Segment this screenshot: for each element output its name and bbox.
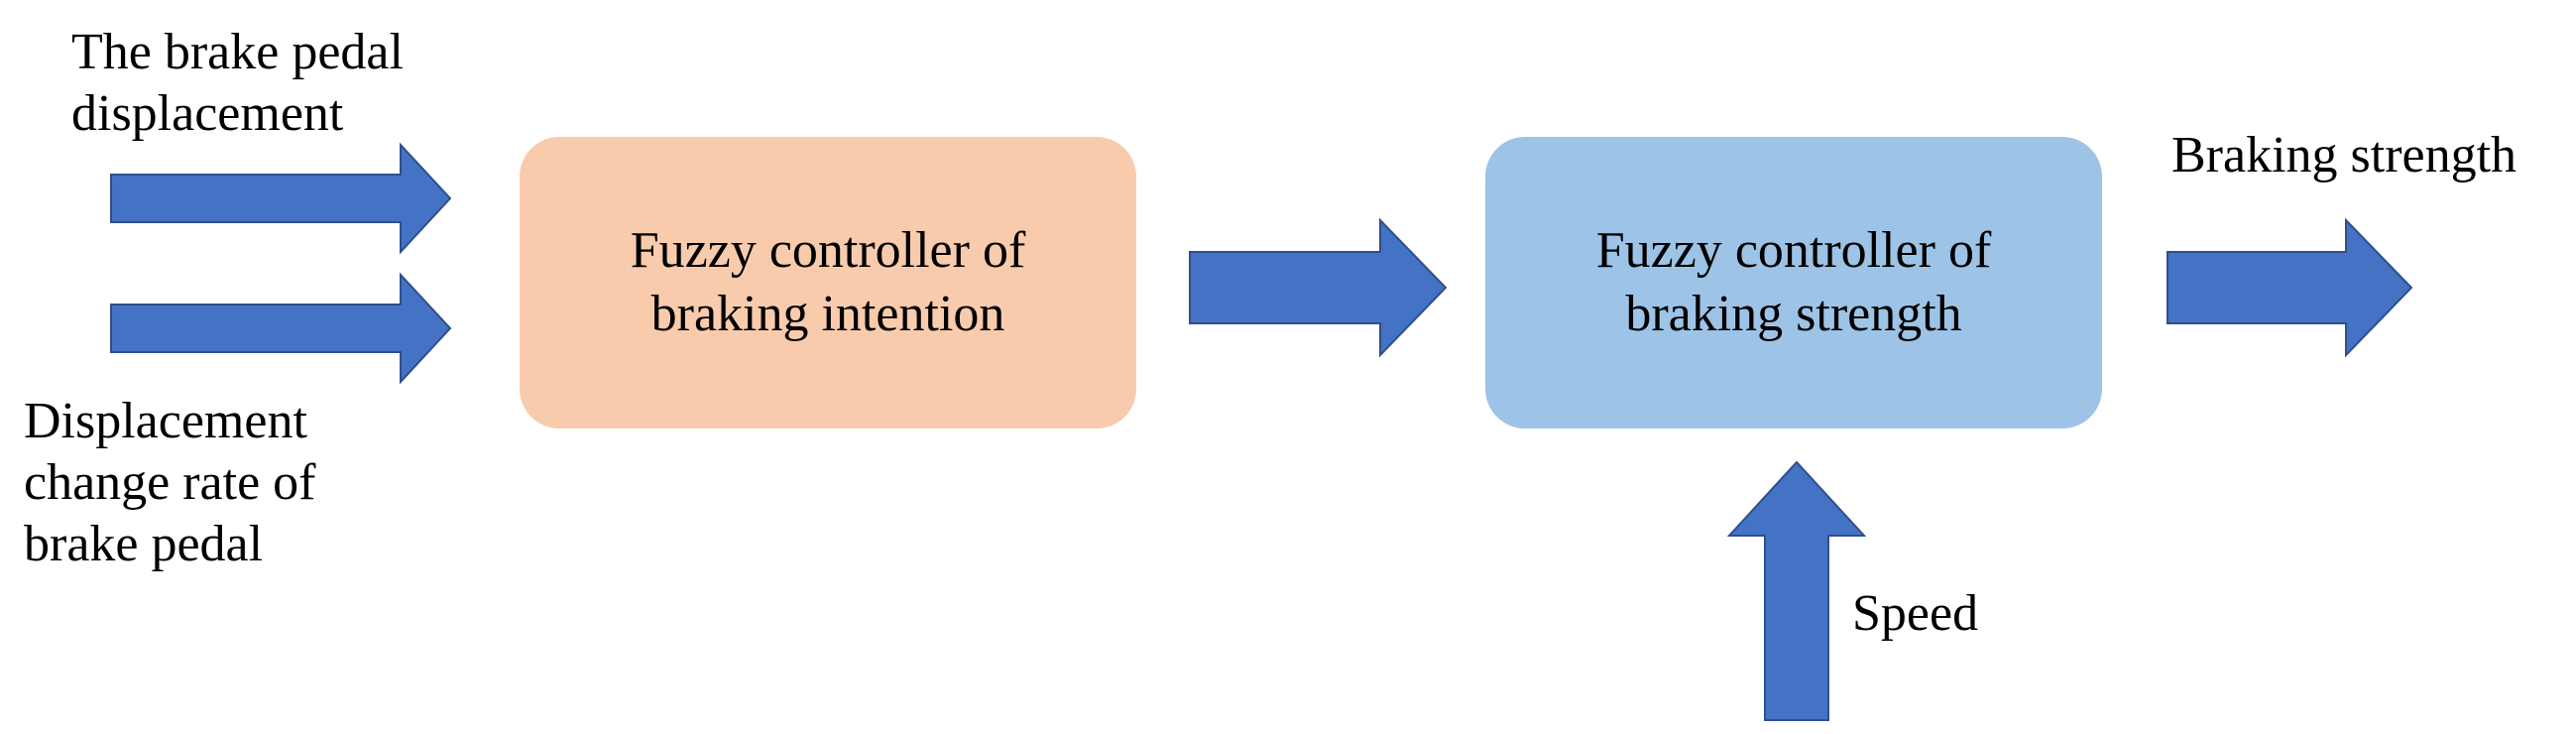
output-label-braking-strength: Braking strength (2171, 127, 2517, 184)
strength-controller-box: Fuzzy controller of braking strength (1485, 137, 2102, 428)
input-label-speed: Speed (1852, 585, 1979, 642)
arrow-speed-input (1726, 460, 1867, 721)
input-label-pedal-displacement: The brake pedal displacement (71, 22, 404, 145)
intention-controller-box: Fuzzy controller of braking intention (520, 137, 1136, 428)
arrow-change-rate-input (110, 272, 452, 385)
arrow-braking-strength-output (2166, 217, 2413, 358)
intention-controller-label-line2: braking intention (650, 286, 1005, 342)
strength-controller-label-line1: Fuzzy controller of (1595, 222, 1992, 279)
input-label-change-rate-line2: change rate of (24, 454, 316, 511)
arrow-intention-to-strength (1189, 217, 1448, 358)
input-label-pedal-displacement-line2: displacement (71, 85, 344, 142)
intention-controller-label-line1: Fuzzy controller of (630, 222, 1026, 279)
input-label-change-rate-line1: Displacement (24, 393, 307, 449)
input-label-change-rate-line3: brake pedal (24, 516, 264, 572)
input-label-change-rate: Displacement change rate of brake pedal (24, 391, 315, 575)
arrow-pedal-displacement-input (110, 142, 452, 255)
strength-controller-label-line2: braking strength (1625, 286, 1962, 342)
input-label-pedal-displacement-line1: The brake pedal (71, 24, 404, 80)
